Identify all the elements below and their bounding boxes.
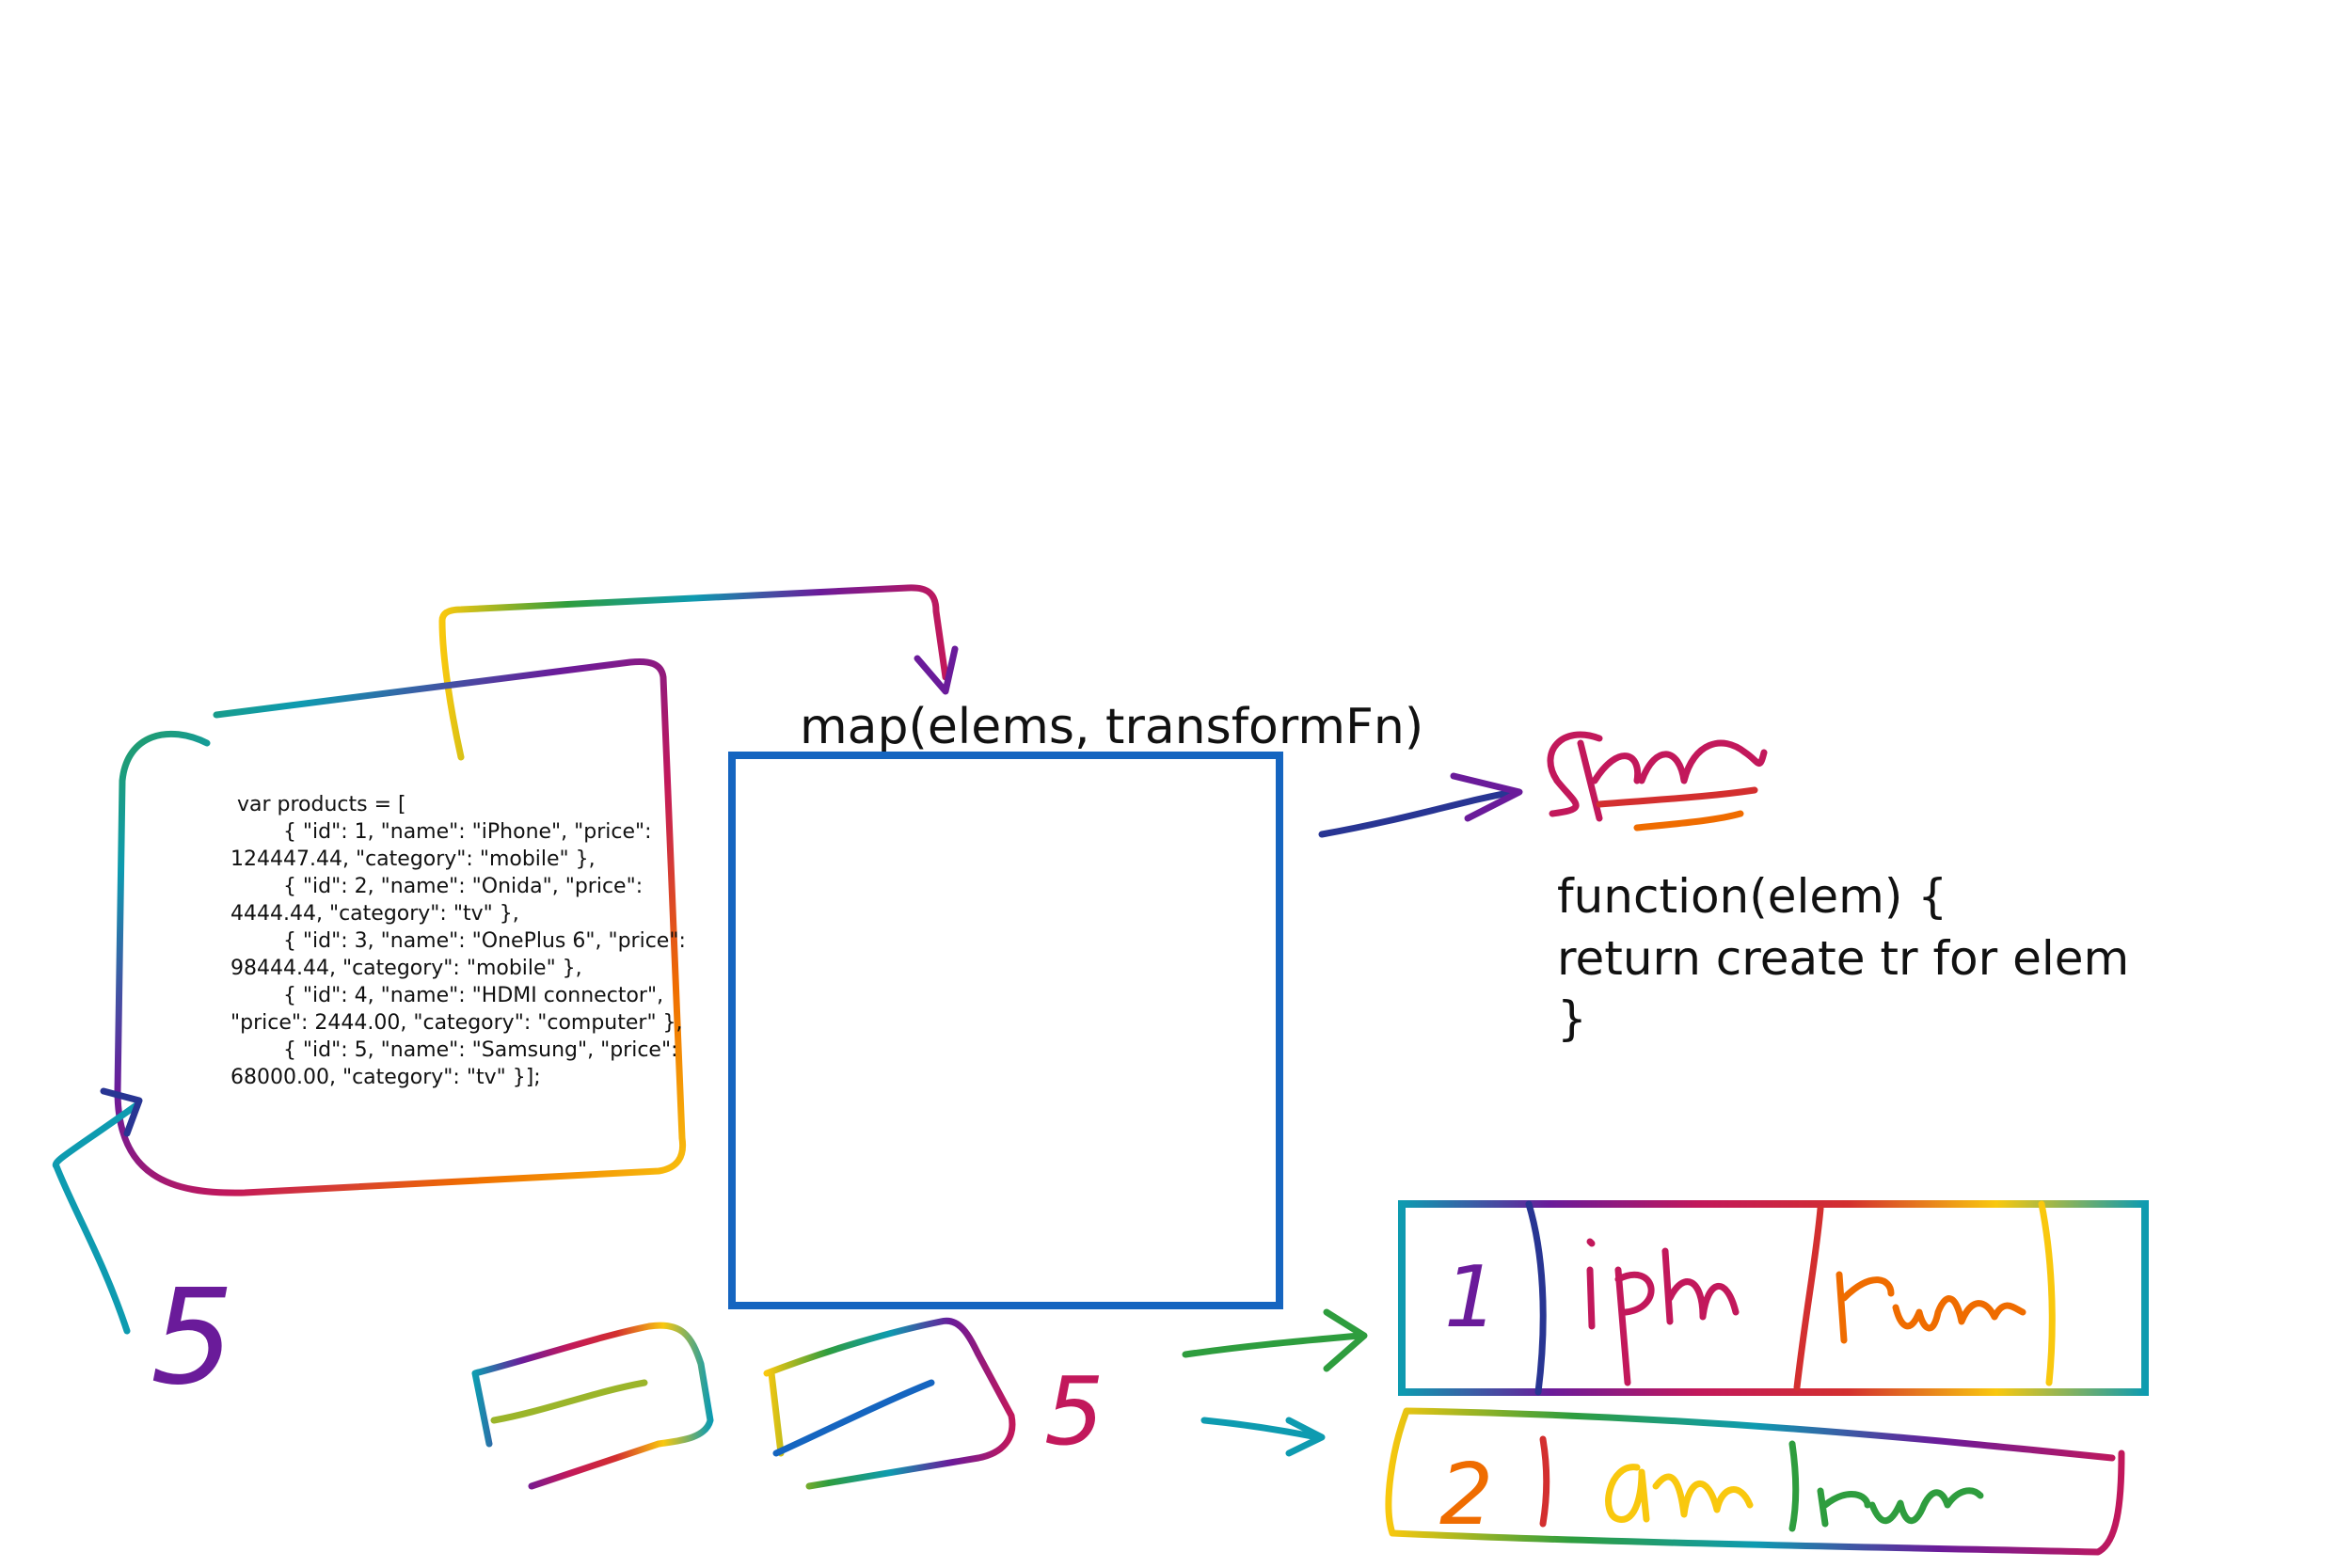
products-code-card xyxy=(114,657,687,1196)
row-2-divider-2 xyxy=(1788,1440,1800,1532)
return-arrow-left xyxy=(52,1101,140,1335)
arrowhead-to-row-2 xyxy=(1285,1417,1326,1457)
code-line: 98444.44, "category": "mobile" }, xyxy=(230,957,582,980)
table-row-1 xyxy=(1398,1200,2149,1396)
table-row-2 xyxy=(1385,1407,2125,1556)
loop-arrowhead-top xyxy=(914,645,959,695)
row-1-id: 1 xyxy=(1444,1248,1498,1347)
row-1-divider-1 xyxy=(1525,1200,1547,1396)
products-code-block: var products = [ { "id": 1, "name": "iPh… xyxy=(230,793,686,1089)
code-line: { "id": 2, "name": "Onida", "price": xyxy=(230,875,643,898)
arrowhead-to-transform xyxy=(1450,772,1523,822)
transform-underline-2 xyxy=(1633,810,1744,832)
transform-fn-line-1: function(elem) { xyxy=(1557,869,1947,924)
count-bottom-label: 5 xyxy=(1044,1356,1104,1466)
small-card-1-line xyxy=(490,1379,648,1424)
code-line: { "id": 5, "name": "Samsung", "price": xyxy=(230,1038,678,1062)
row-1-name-scribble xyxy=(1586,1238,1740,1386)
code-line: { "id": 1, "name": "iPhone", "price": xyxy=(230,820,652,844)
row-2-name-scribble xyxy=(1605,1464,1754,1523)
row-1-divider-2 xyxy=(1793,1205,1824,1391)
transform-underline-1 xyxy=(1596,786,1758,808)
code-line: var products = [ xyxy=(230,793,406,816)
small-card-2-line xyxy=(772,1379,935,1457)
transform-fn-line-2: return create tr for elem xyxy=(1557,931,2129,986)
arrow-to-row-2 xyxy=(1200,1417,1321,1441)
transform-fn-line-3: } xyxy=(1557,991,1587,1046)
arrowhead-to-row-1 xyxy=(1323,1308,1368,1372)
code-line: 4444.44, "category": "tv" }, xyxy=(230,902,519,926)
arrow-to-transform xyxy=(1318,788,1518,838)
row-1-divider-3 xyxy=(2038,1200,2056,1386)
code-line: { "id": 4, "name": "HDMI connector", xyxy=(230,984,663,1007)
map-box xyxy=(728,752,1283,1309)
count-left-label: 5 xyxy=(151,1261,234,1415)
code-line: "price": 2444.00, "category": "computer"… xyxy=(230,1011,683,1035)
row-2-id: 2 xyxy=(1439,1446,1493,1544)
code-line: { "id": 3, "name": "OnePlus 6", "price": xyxy=(230,929,686,953)
map-function-label: map(elems, transformFn) xyxy=(800,699,1423,755)
return-arrowhead-left xyxy=(100,1087,143,1137)
transform-scribble xyxy=(1547,731,1768,822)
code-line: 68000.00, "category": "tv" }]; xyxy=(230,1066,541,1089)
row-2-price-scribble xyxy=(1817,1487,1984,1528)
arrow-to-row-1 xyxy=(1182,1332,1363,1358)
loop-arrow-top xyxy=(438,584,949,761)
small-card-1 xyxy=(471,1322,714,1490)
small-card-2 xyxy=(763,1317,1016,1490)
row-2-divider-1 xyxy=(1539,1435,1550,1528)
row-1-price-scribble xyxy=(1836,1271,2026,1344)
code-line: 124447.44, "category": "mobile" }, xyxy=(230,847,596,871)
